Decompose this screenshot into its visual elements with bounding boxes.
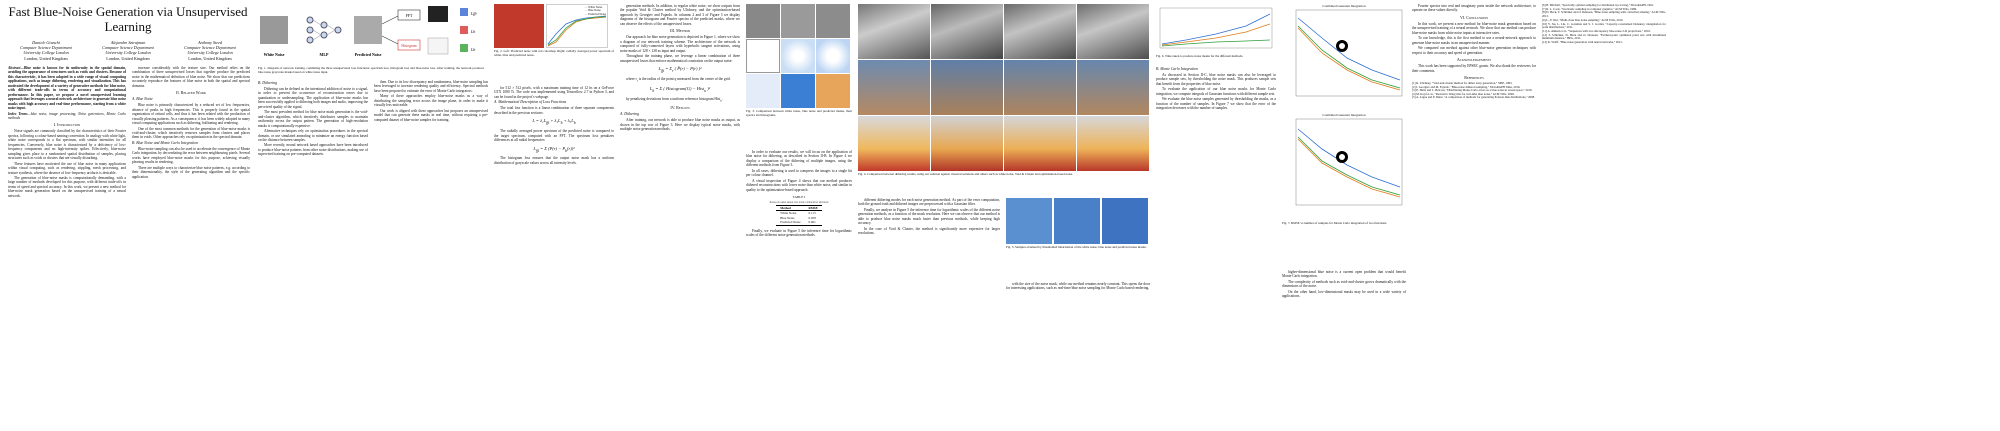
arrow-to-histogram — [381, 35, 399, 45]
figure-4: Fig. 4. Comparison between dithering res… — [858, 4, 1150, 194]
figure-2: — White Noise — Blue Noise — Predicted N… — [494, 4, 614, 57]
column-4: then. Due to its low discrepancy and ran… — [374, 80, 488, 122]
column-12: higher-dimensional blue noise is a curre… — [1282, 270, 1406, 299]
mlp-icon — [306, 16, 342, 44]
column-10: Fig. 6. Time taken to produce noise mask… — [1156, 4, 1276, 426]
equation-histogram: Lh = Σ ( Histogram(G) − Histu )² — [649, 86, 711, 93]
column-7: In order to evaluate our results, we wil… — [746, 150, 852, 238]
figure-3: Fig. 3. Comparison between white noise, … — [746, 4, 852, 144]
integration-chart-top — [1295, 9, 1403, 97]
figure-7: Combined Gaussian Integration Combined G… — [1282, 4, 1406, 264]
author-3: Anthony Steed Computer Science Departmen… — [184, 40, 236, 61]
column-9: with the size of the noise mask, while o… — [1006, 282, 1150, 291]
spectrum-plot: — White Noise — Blue Noise — Predicted N… — [546, 4, 608, 48]
section-introduction: I. Introduction — [53, 122, 81, 128]
section-method: III. Method — [670, 28, 690, 34]
integration-chart-bottom — [1295, 118, 1403, 206]
column-3: B. Dithering Dithering can be defined as… — [258, 81, 368, 157]
predicted-noise-thumbnail — [354, 16, 382, 44]
label-loss-fft: Lfft — [470, 11, 477, 16]
predicted-noise-red-map — [494, 4, 544, 48]
white-noise-thumbnail — [260, 16, 288, 44]
fig2-legend: — White Noise — Blue Noise — Predicted N… — [584, 6, 606, 16]
fft-box — [397, 9, 421, 21]
label-loss-hist: Lh — [470, 29, 475, 34]
subsection-blue-noise: A. Blue Noise — [132, 97, 153, 102]
table-title: TABLE I — [792, 195, 806, 200]
section-results: IV. Results — [670, 105, 690, 111]
table-caption: Average rmse error for noise generation … — [769, 199, 829, 204]
loss-hist-marker — [460, 26, 468, 34]
equation-spectrum: Lfft = Σr ( P̂(r) − P(r) )² — [658, 65, 702, 73]
column-2: increase considerably with the texture s… — [132, 66, 250, 179]
column-5: for 512 × 512 pixels, with a maximum tra… — [494, 86, 614, 165]
subsection-dithering-rw: B. Dithering — [258, 81, 277, 85]
subsection-monte-carlo: B. Monte Carlo Integration — [1156, 67, 1198, 71]
histogram-box — [397, 39, 421, 51]
label-loss-blue: Lb — [470, 47, 475, 52]
equation-fft-loss: Lfft = Σ (P(r) − Pb(r))² — [533, 145, 575, 153]
section-conclusions: VI. Conclusions — [1459, 14, 1489, 20]
subsection-blue-noise-mc: B. Blue Noise and Monte Carlo Integratio… — [132, 140, 198, 145]
figure-1: White Noise MLP Predicted Noise FFT Hist… — [258, 4, 488, 74]
arrow-to-fft — [381, 15, 399, 25]
column-1: Abstract—Blue noise is known for its uni… — [8, 66, 126, 198]
subsection-loss-functions: A. Mathematical Description of Loss Func… — [494, 100, 567, 105]
loss-fft-marker — [460, 8, 468, 16]
section-references: References — [1464, 74, 1484, 80]
column-13: Fourier spectra into real and imaginary … — [1412, 4, 1536, 100]
author-1: Daniele Giunchi Computer Science Departm… — [20, 40, 72, 61]
noise-mask-grid — [746, 4, 852, 108]
section-acknowledgements: Acknowledgements — [1456, 57, 1492, 63]
label-predicted-noise: Predicted Noise — [355, 52, 382, 57]
column-6: generation methods. In addition, to regu… — [620, 4, 740, 132]
paper-title: Fast Blue-Noise Generation via Unsupervi… — [8, 4, 248, 34]
column-14-references: [6] B. Mitchell, "Spectrally optimal sam… — [1542, 4, 1666, 45]
label-histogram: Histogram — [401, 44, 416, 48]
section-related-work: II. Related Work — [176, 90, 206, 96]
author-block: Daniele Giunchi Computer Science Departm… — [6, 40, 250, 61]
table-1: TABLE I Average rmse error for noise gen… — [746, 195, 852, 226]
equation-total-loss: L = λ₁Lfft + λ₂Lh + λ₃Lb — [532, 118, 576, 126]
author-2: Alejandro Sztrajman Computer Science Dep… — [102, 40, 154, 61]
label-mlp: MLP — [320, 52, 329, 57]
fig7-title-top: Combined Gaussian Integration — [1322, 4, 1366, 8]
figure-6: Fig. 6. Time taken to produce noise mask… — [1156, 4, 1276, 64]
fig7-title-bottom: Combined Gaussian Integration — [1322, 113, 1366, 117]
pipeline-diagram: White Noise MLP Predicted Noise FFT Hist… — [260, 6, 477, 57]
loss-blue-marker — [460, 44, 468, 52]
label-fft: FFT — [406, 14, 413, 18]
histogram-thumbnail — [427, 37, 449, 55]
fft-spectrum-thumbnail — [428, 6, 448, 22]
figure-5: Fig. 5. Samples obtained by thresholded … — [1006, 198, 1150, 278]
subsection-dithering: A. Dithering — [620, 112, 639, 117]
label-white-noise: White Noise — [264, 52, 285, 57]
column-8: different dithering modes for each noise… — [858, 198, 1000, 236]
